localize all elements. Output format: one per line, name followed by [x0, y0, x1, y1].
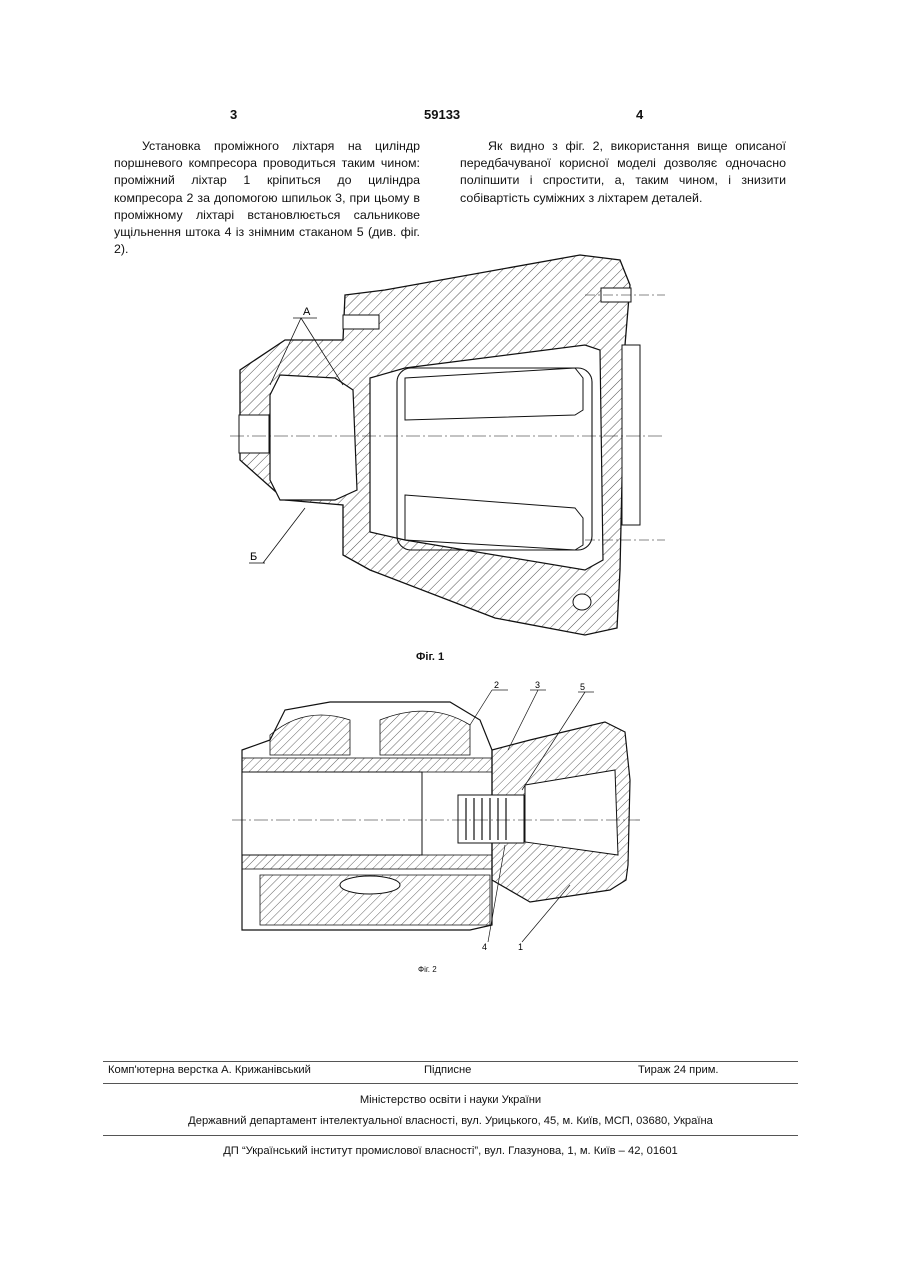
figure-1-caption: Фіг. 1	[416, 651, 444, 663]
figure-2-label-4: 4	[482, 942, 487, 952]
footer-rule-bottom	[103, 1135, 798, 1136]
figure-2-label-3: 3	[535, 680, 540, 690]
footer-department: Державний департамент інтелектуальної вл…	[0, 1115, 901, 1127]
page-number-right: 4	[636, 107, 643, 122]
footer-signed: Підписне	[424, 1064, 471, 1076]
page-number-left: 3	[230, 107, 237, 122]
figure-2-label-2: 2	[494, 680, 499, 690]
figure-1-label-b: Б	[250, 551, 257, 563]
figure-1-label-a: А	[303, 306, 311, 318]
footer-layout: Комп'ютерна верстка А. Крижанівський	[108, 1064, 311, 1076]
figure-2-drawing: 2 3 5 4 1	[230, 680, 650, 955]
figure-2-caption: Фіг. 2	[418, 965, 437, 974]
paragraph-left: Установка проміжного ліхтаря на циліндр …	[114, 138, 420, 258]
footer-rule-top	[103, 1061, 798, 1062]
footer-rule-middle	[103, 1083, 798, 1084]
footer-institute: ДП “Український інститут промислової вла…	[0, 1145, 901, 1157]
paragraph-right: Як видно з фіг. 2, використання вище опи…	[460, 138, 786, 207]
footer-ministry: Міністерство освіти і науки України	[0, 1094, 901, 1106]
footer-circulation: Тираж 24 прим.	[638, 1064, 719, 1076]
text-column-left: Установка проміжного ліхтаря на циліндр …	[114, 138, 420, 258]
figure-2-label-1: 1	[518, 942, 523, 952]
patent-number: 59133	[424, 107, 460, 122]
figure-2-label-5: 5	[580, 682, 585, 692]
text-column-right: Як видно з фіг. 2, використання вище опи…	[460, 138, 786, 207]
figure-1-drawing: А Б	[225, 250, 670, 640]
